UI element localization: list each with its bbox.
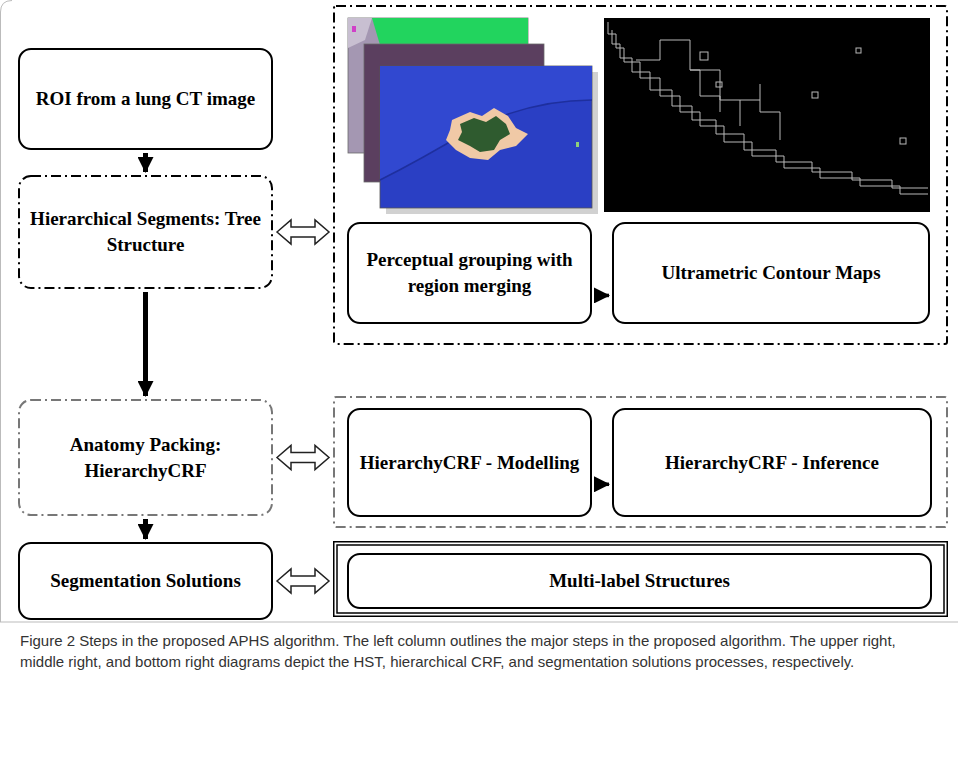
contour-map — [604, 18, 930, 212]
box-label: Hierarchical Segments: Tree Structure — [30, 206, 261, 257]
output-box: Segmentation Solutions — [18, 542, 273, 620]
box-outline — [347, 222, 592, 324]
box-label: Segmentation Solutions — [50, 568, 241, 594]
flow-arrow — [594, 483, 609, 487]
flow-arrow — [143, 519, 148, 539]
group-panel: Perceptual grouping with region merging U… — [333, 5, 948, 345]
box-outline — [18, 175, 273, 289]
process-box: Anatomy Packing: HierarchyCRF — [18, 399, 273, 516]
frame-line — [0, 622, 958, 623]
flow-arrow — [143, 153, 148, 172]
frame-corner — [1, 1, 13, 623]
input-box: ROI from a lung CT image — [18, 48, 273, 150]
process-box: HierarchyCRF - Modelling — [347, 408, 592, 517]
process-box: HierarchyCRF - Inference — [612, 408, 932, 517]
segmentation-layers — [348, 18, 598, 214]
double-arrow — [277, 446, 329, 470]
box-label: Multi-label Structures — [549, 568, 730, 594]
flow-arrow — [143, 292, 148, 396]
flow-arrow — [594, 294, 609, 298]
box-label: Ultrametric Contour Maps — [661, 260, 880, 286]
double-arrow — [277, 220, 329, 244]
box-label: ROI from a lung CT image — [36, 86, 255, 112]
process-box: Hierarchical Segments: Tree Structure — [18, 175, 273, 289]
double-arrow — [277, 569, 329, 593]
figure-caption: Figure 2 Steps in the proposed APHS algo… — [20, 630, 938, 672]
box-outline — [18, 399, 273, 516]
group-panel: HierarchyCRF - Modelling HierarchyCRF - I… — [333, 396, 948, 528]
box-label: Perceptual grouping with region merging — [359, 247, 580, 298]
process-box: Multi-label Structures — [347, 553, 932, 609]
process-box: Perceptual grouping with region merging — [347, 222, 592, 324]
box-label: HierarchyCRF - Modelling — [360, 450, 580, 476]
box-label: Anatomy Packing: HierarchyCRF — [30, 432, 261, 483]
box-label: HierarchyCRF - Inference — [665, 450, 879, 476]
group-panel: Multi-label Structures — [333, 541, 948, 617]
process-box: Ultrametric Contour Maps — [612, 222, 930, 324]
